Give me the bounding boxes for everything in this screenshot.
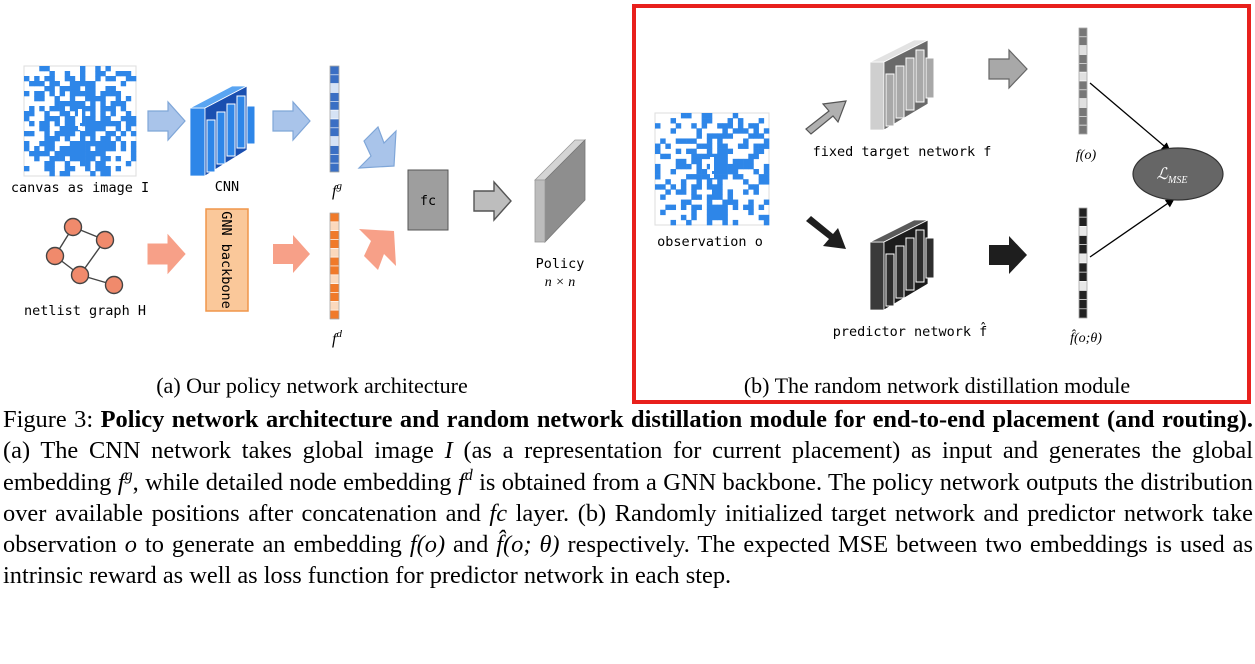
arrow-to-policy: [473, 180, 512, 222]
figure-graphic: canvas as image I CNN fg: [11, 4, 1251, 404]
caption-text: and: [445, 531, 497, 559]
caption-text: , while detailed node embedding: [132, 468, 458, 496]
line-fhat-to-loss: [1089, 198, 1175, 258]
fo-label: f(o): [1076, 148, 1097, 163]
gnn-label: GNN backbone: [218, 211, 234, 309]
line-fo-to-loss: [1089, 82, 1171, 152]
subcaption-b: (b) The random network distillation modu…: [744, 373, 1130, 398]
caption-var: f(o): [409, 531, 446, 559]
arrow-to-predictor: [806, 216, 846, 249]
fg-label: fg: [332, 180, 342, 200]
arrow-to-cnn: [147, 100, 186, 142]
caption-text: layer. (b) Randomly initialized target n…: [3, 499, 1253, 559]
arrow-to-fd: [273, 235, 310, 273]
policy-size: n × n: [545, 275, 575, 290]
panel-b: observation o fixed target network f: [632, 4, 1251, 404]
caption-text: respectively. The expected MSE between t…: [3, 531, 1254, 590]
fd-vector: [329, 212, 340, 320]
fixed-label: fixed target network f: [813, 144, 992, 160]
arrow-fd-to-fc: [359, 229, 396, 270]
policy-label: Policy: [536, 256, 585, 272]
cnn-block: [189, 85, 256, 177]
caption-sup: d: [464, 466, 473, 484]
observation-image: [654, 112, 770, 226]
netlist-label: netlist graph H: [24, 303, 146, 319]
predictor-network: [869, 219, 935, 311]
loss-ellipse: [1132, 147, 1224, 201]
fhat-label: f̂(o;θ): [1070, 329, 1102, 346]
panel-b-border: [632, 4, 1251, 404]
loss-label: ℒMSE: [1157, 166, 1188, 186]
arrow-to-gnn: [147, 233, 186, 275]
fd-label: fd: [332, 328, 342, 348]
caption-var: fc: [489, 499, 508, 527]
caption-var: I: [444, 437, 453, 465]
subcaption-a: (a) Our policy network architecture: [156, 373, 468, 398]
canvas-label: canvas as image I: [11, 180, 149, 196]
caption-text: (a) The CNN network takes global image: [3, 437, 445, 465]
arrow-to-fixed: [805, 100, 847, 135]
arrow-to-fg: [272, 100, 311, 142]
canvas-image: [23, 65, 137, 177]
arrow-fg-to-fc: [357, 125, 397, 169]
caption-var: f: [117, 468, 125, 496]
arrow-to-fhat: [989, 236, 1027, 274]
predictor-label: predictor network f̂: [833, 321, 987, 340]
figure-caption: Figure 3: Policy network architecture an…: [3, 404, 1253, 592]
caption-var: f: [457, 468, 465, 496]
fixed-target-network: [869, 39, 935, 131]
fo-vector: [1078, 27, 1088, 135]
fc-label: fc: [420, 193, 436, 209]
caption-title: Policy network architecture and random n…: [100, 406, 1253, 433]
policy-block: [534, 139, 586, 243]
panel-a: canvas as image I CNN fg: [11, 65, 586, 398]
netlist-graph: [45, 217, 124, 295]
caption-text: is obtained from a GNN backbone. The pol…: [3, 468, 1253, 527]
arrow-to-fo: [988, 48, 1028, 90]
caption-sup: g: [124, 466, 133, 484]
caption-text: (as a representation for current placeme…: [3, 437, 1253, 496]
fc-box: [407, 169, 449, 231]
caption-text: to generate an embedding: [136, 531, 410, 559]
fhat-vector: [1078, 207, 1088, 319]
observation-label: observation o: [657, 234, 763, 250]
gnn-backbone-box: [205, 208, 249, 312]
caption-label: Figure 3:: [3, 406, 94, 433]
caption-var: f̂(o; θ): [496, 531, 560, 559]
cnn-label: CNN: [215, 179, 239, 195]
fg-vector: [329, 65, 340, 173]
caption-var: o: [124, 531, 137, 559]
